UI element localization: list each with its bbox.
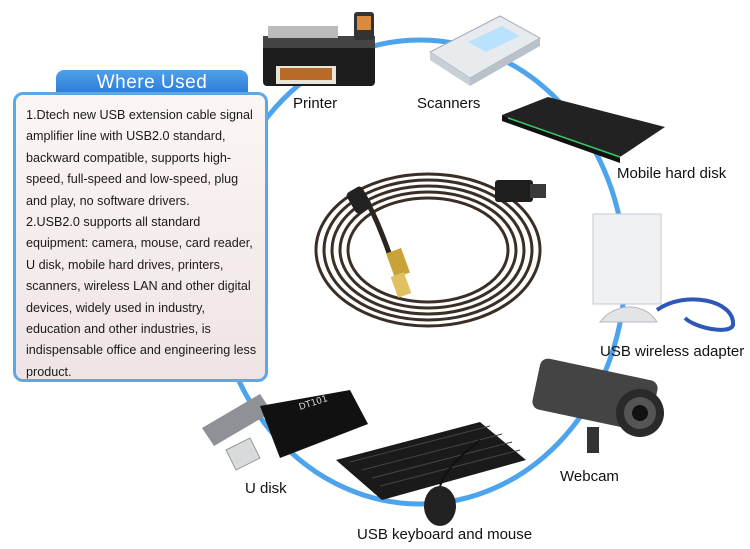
label-scanners: Scanners — [417, 95, 481, 112]
usage-paragraph-1: 1.Dtech new USB extension cable signal a… — [26, 108, 253, 208]
usage-paragraph-2: 2.USB2.0 supports all standard equipment… — [26, 215, 257, 379]
webcam-image — [532, 358, 664, 453]
label-u-disk: U disk — [245, 480, 287, 497]
keyboard-and-mouse-image — [336, 422, 526, 526]
mobile-hard-disk-image — [502, 97, 665, 163]
label-usb-wireless-adapter: USB wireless adapter — [600, 343, 745, 360]
u-disk-image: DT101 — [202, 390, 368, 471]
label-usb-keyboard-and-mouse: USB keyboard and mouse — [357, 526, 533, 543]
where-used-panel: 1.Dtech new USB extension cable signal a… — [13, 92, 268, 382]
label-printer: Printer — [293, 95, 338, 112]
where-used-title: Where Used — [56, 70, 248, 96]
label-mobile-hard-disk: Mobile hard disk — [617, 165, 727, 182]
printer-image — [263, 12, 375, 86]
scanner-image — [429, 15, 542, 86]
label-webcam: Webcam — [560, 468, 619, 485]
usb-wireless-adapter-image — [592, 213, 735, 332]
usb-extension-cable-image — [314, 172, 546, 328]
